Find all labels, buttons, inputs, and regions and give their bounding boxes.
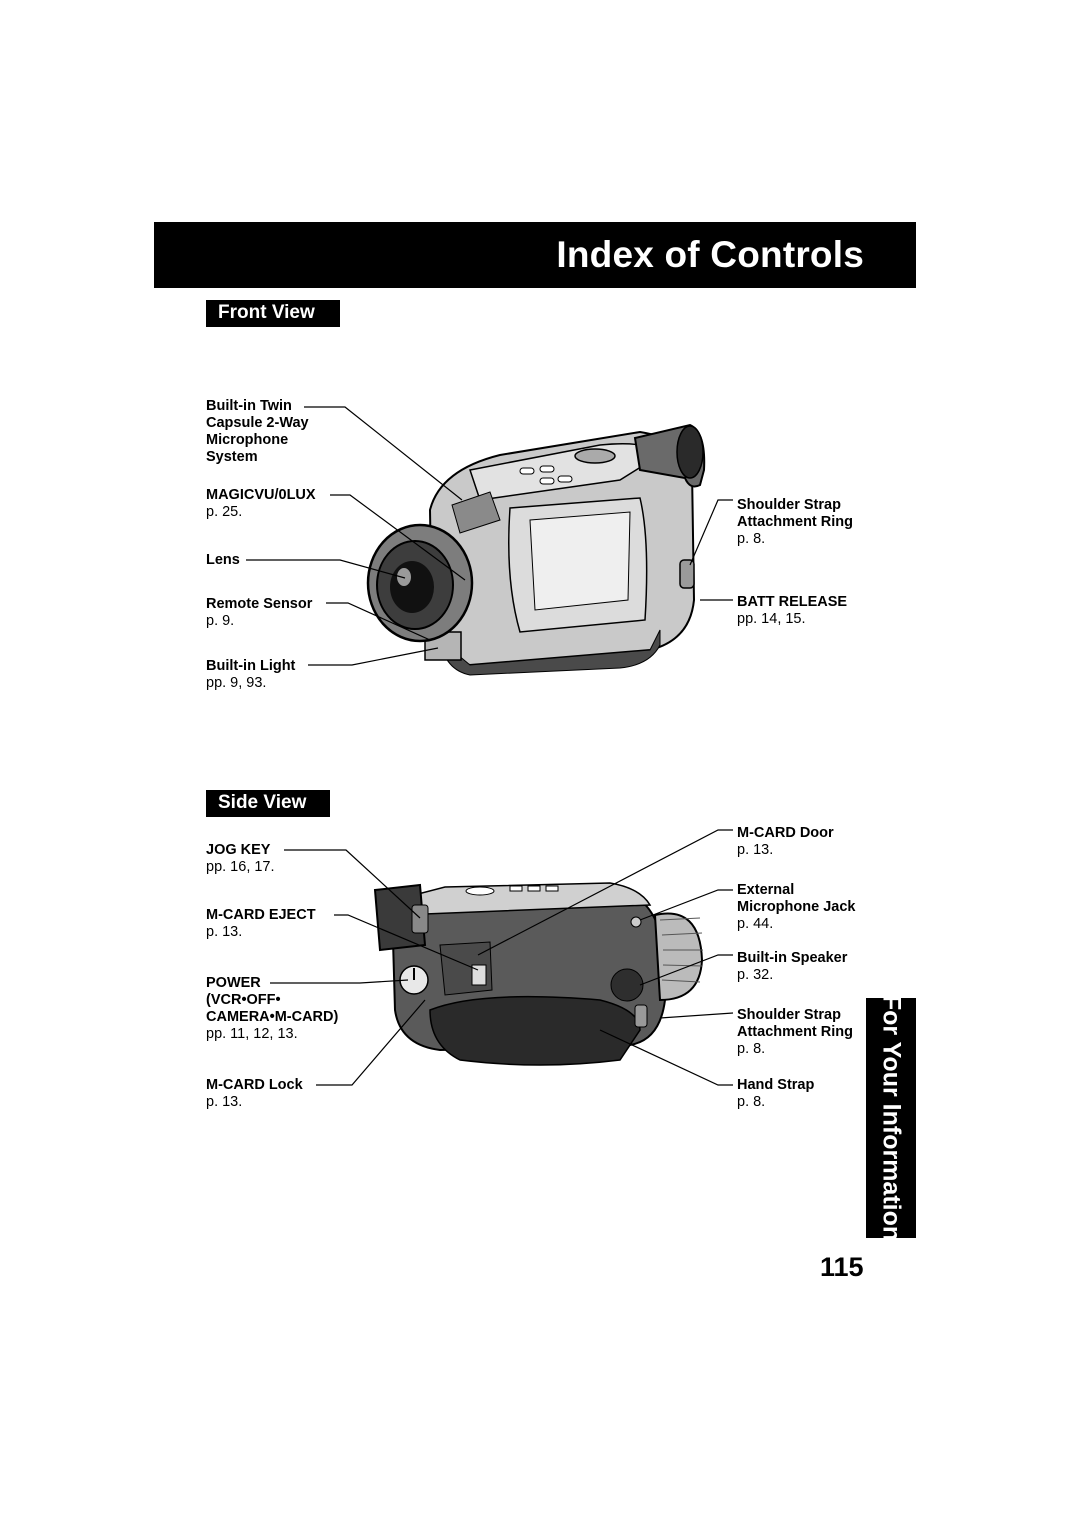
label-mcard-eject-name: M-CARD EJECT — [206, 907, 316, 923]
label-mcard-eject: M-CARD EJECT p. 13. — [206, 907, 316, 941]
label-power-line-1: POWER — [206, 975, 261, 991]
label-front-shoulder-ring-page: p. 8. — [737, 531, 766, 547]
label-power-line-3: CAMERA•M-CARD) — [206, 1009, 339, 1025]
label-mcard-door-name: M-CARD Door — [737, 825, 834, 841]
label-batt-release-page: pp. 14, 15. — [737, 611, 806, 627]
label-batt-release: BATT RELEASE pp. 14, 15. — [737, 594, 847, 628]
label-twin-mic-line-3: Microphone — [206, 432, 289, 448]
page-number: 115 — [820, 1252, 864, 1282]
front-leader-lines — [246, 406, 733, 666]
label-external-mic: External Microphone Jack p. 44. — [737, 882, 855, 933]
label-lens-name: Lens — [206, 552, 240, 568]
label-built-in-light: Built-in Light pp. 9, 93. — [206, 658, 295, 692]
label-twin-mic-line-1: Built-in Twin — [206, 398, 292, 414]
label-external-mic-line-1: External — [737, 882, 795, 898]
label-jog-key-name: JOG KEY — [206, 842, 271, 858]
label-front-shoulder-ring: Shoulder Strap Attachment Ring p. 8. — [737, 497, 853, 548]
label-lens: Lens — [206, 552, 240, 569]
label-side-shoulder-ring-line-2: Attachment Ring — [737, 1024, 853, 1040]
side-view-camcorder — [373, 882, 704, 1066]
page-title: Index of Controls — [556, 234, 864, 275]
label-front-shoulder-ring-line-1: Shoulder Strap — [737, 497, 841, 513]
label-built-in-light-name: Built-in Light — [206, 658, 296, 674]
label-side-shoulder-ring-line-1: Shoulder Strap — [737, 1007, 841, 1023]
label-external-mic-page: p. 44. — [737, 916, 774, 932]
label-hand-strap: Hand Strap p. 8. — [737, 1077, 814, 1111]
label-remote-sensor-name: Remote Sensor — [206, 596, 313, 612]
label-magicvu: MAGICVU/0LUX p. 25. — [206, 487, 316, 521]
label-front-shoulder-ring-line-2: Attachment Ring — [737, 514, 853, 530]
side-view-heading: Side View — [206, 790, 330, 817]
label-power: POWER (VCR•OFF• CAMERA•M-CARD) pp. 11, 1… — [206, 975, 338, 1043]
header-bar: Index of Controls — [154, 222, 916, 288]
label-built-in-speaker-page: p. 32. — [737, 967, 774, 983]
label-remote-sensor-page: p. 9. — [206, 613, 235, 629]
label-external-mic-line-2: Microphone Jack — [737, 899, 856, 915]
label-mcard-door: M-CARD Door p. 13. — [737, 825, 834, 859]
label-twin-mic: Built-in Twin Capsule 2-Way Microphone S… — [206, 398, 309, 466]
label-mcard-lock-name: M-CARD Lock — [206, 1077, 303, 1093]
label-power-page: pp. 11, 12, 13. — [206, 1026, 298, 1042]
label-built-in-light-page: pp. 9, 93. — [206, 675, 267, 691]
side-leader-lines — [270, 829, 734, 1086]
front-view-heading: Front View — [206, 300, 340, 327]
label-built-in-speaker-name: Built-in Speaker — [737, 950, 848, 966]
front-view-camcorder — [366, 423, 706, 676]
label-twin-mic-line-2: Capsule 2-Way — [206, 415, 309, 431]
label-side-shoulder-ring-page: p. 8. — [737, 1041, 766, 1057]
label-magicvu-page: p. 25. — [206, 504, 243, 520]
label-mcard-lock-page: p. 13. — [206, 1094, 243, 1110]
label-twin-mic-line-4: System — [206, 449, 258, 465]
section-side-tab: For Your Information — [866, 998, 916, 1238]
label-built-in-speaker: Built-in Speaker p. 32. — [737, 950, 847, 984]
label-mcard-eject-page: p. 13. — [206, 924, 243, 940]
label-magicvu-name: MAGICVU/0LUX — [206, 487, 316, 503]
label-hand-strap-page: p. 8. — [737, 1094, 766, 1110]
label-batt-release-name: BATT RELEASE — [737, 594, 848, 610]
section-side-tab-text: For Your Information — [877, 998, 906, 1238]
label-mcard-door-page: p. 13. — [737, 842, 774, 858]
label-power-line-2: (VCR•OFF• — [206, 992, 281, 1008]
label-mcard-lock: M-CARD Lock p. 13. — [206, 1077, 303, 1111]
label-remote-sensor: Remote Sensor p. 9. — [206, 596, 312, 630]
label-jog-key: JOG KEY pp. 16, 17. — [206, 842, 275, 876]
label-jog-key-page: pp. 16, 17. — [206, 859, 275, 875]
label-side-shoulder-ring: Shoulder Strap Attachment Ring p. 8. — [737, 1007, 853, 1058]
label-hand-strap-name: Hand Strap — [737, 1077, 815, 1093]
